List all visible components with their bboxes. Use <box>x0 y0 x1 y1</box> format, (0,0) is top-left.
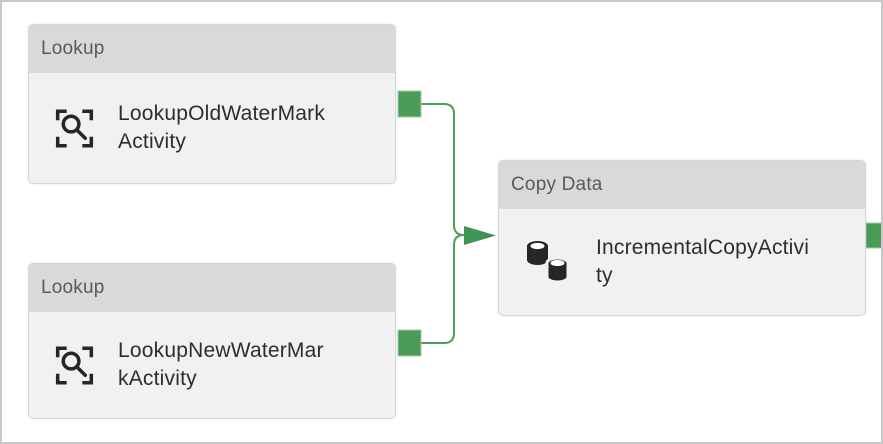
activity-type-label: Lookup <box>41 38 105 59</box>
activity-type-header: Lookup <box>29 264 395 312</box>
activity-name-line: ty <box>596 264 613 287</box>
activity-name: IncrementalCopyActivi ty <box>596 234 809 290</box>
activity-type-label: Copy Data <box>511 174 603 195</box>
copy-data-icon <box>526 239 572 285</box>
connector-lookup-new-to-copy[interactable] <box>421 234 467 344</box>
activity-node-lookup-old-watermark[interactable]: Lookup LookupOldWaterMark Activity <box>28 24 396 184</box>
activity-name: LookupNewWaterMar kActivity <box>118 337 324 393</box>
activity-name-line: LookupOldWaterMark <box>118 102 326 125</box>
connector-lookup-old-to-copy[interactable] <box>421 103 467 236</box>
lookup-icon <box>53 343 96 388</box>
output-port-lookup-new[interactable] <box>397 329 422 357</box>
connector-arrowhead-icon <box>464 226 496 245</box>
output-port-lookup-old[interactable] <box>397 90 422 118</box>
activity-name-line: IncrementalCopyActivi <box>596 236 810 259</box>
activity-node-incremental-copy[interactable]: Copy Data IncrementalCopyActivi ty <box>498 160 866 316</box>
activity-name-line: Activity <box>118 130 187 153</box>
output-port-copy[interactable] <box>865 222 883 249</box>
activity-node-lookup-new-watermark[interactable]: Lookup LookupNewWaterMar kActivity <box>28 263 396 419</box>
activity-name-line: kActivity <box>118 367 197 390</box>
activity-name: LookupOldWaterMark Activity <box>118 100 325 156</box>
activity-type-header: Copy Data <box>499 161 865 209</box>
activity-type-label: Lookup <box>41 277 105 298</box>
activity-name-line: LookupNewWaterMar <box>118 339 324 362</box>
lookup-icon <box>53 106 96 151</box>
activity-type-header: Lookup <box>29 25 395 73</box>
